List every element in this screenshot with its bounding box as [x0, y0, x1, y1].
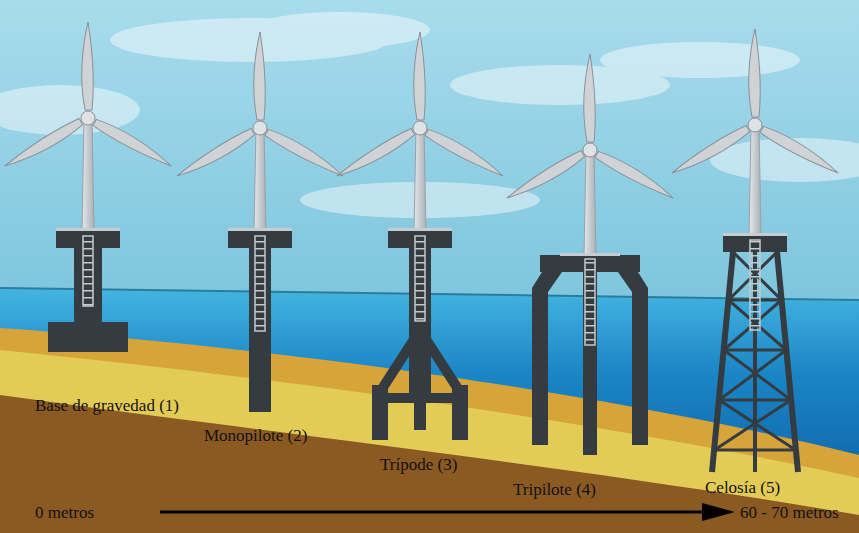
foundation-label: Celosía (5) — [705, 478, 780, 498]
rotors — [2, 22, 841, 203]
seabed-rock — [0, 395, 859, 533]
clouds — [0, 12, 859, 218]
foundation-label: Trípode (3) — [380, 455, 457, 475]
foundations — [48, 230, 798, 472]
foundation-label: Tripilote (4) — [513, 480, 596, 500]
foundation-label: Monopilote (2) — [204, 426, 307, 446]
ladders — [83, 236, 760, 345]
depth-label: 60 - 70 metros — [740, 503, 839, 523]
foundation-label: Base de gravedad (1) — [35, 396, 179, 416]
depth-arrow — [160, 503, 735, 521]
depth-label: 0 metros — [35, 503, 94, 523]
